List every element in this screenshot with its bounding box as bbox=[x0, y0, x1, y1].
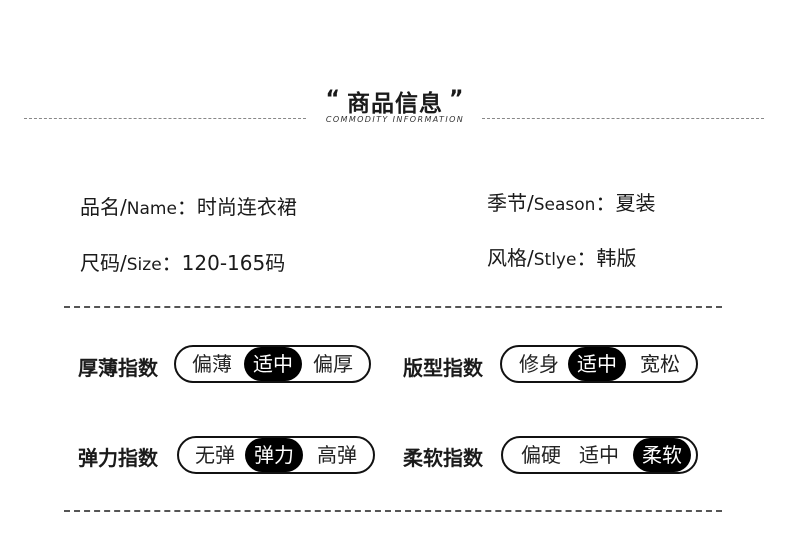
quote-close: ” bbox=[449, 87, 465, 112]
index-option-thick: 偏厚 bbox=[313, 352, 353, 376]
index-option-soft: 柔软 bbox=[633, 438, 691, 472]
index-option-slim: 修身 bbox=[519, 352, 559, 376]
info-size-label-cn: 尺码/ bbox=[80, 251, 127, 275]
info-name: 品名/Name：时尚连衣裙 bbox=[80, 191, 297, 220]
info-name-label-en: Name bbox=[126, 199, 177, 219]
quote-open: “ bbox=[325, 87, 341, 112]
index-scale-thickness: 偏薄 适中 偏厚 bbox=[174, 345, 371, 383]
info-season: 季节/Season：夏装 bbox=[487, 187, 655, 216]
index-scale-fit: 修身 适中 宽松 bbox=[500, 345, 698, 383]
info-size: 尺码/Size：120-165码 bbox=[80, 247, 285, 276]
section-title: “商品信息” bbox=[0, 84, 790, 118]
header-rule-right bbox=[482, 118, 764, 119]
info-season-label-cn: 季节/ bbox=[487, 191, 534, 215]
section-header: “商品信息” COMMODITY INFORMATION bbox=[0, 80, 790, 130]
index-option-moderate: 适中 bbox=[579, 443, 619, 467]
index-label-thickness: 厚薄指数 bbox=[78, 356, 158, 380]
index-scale-softness: 偏硬 适中 柔软 bbox=[501, 436, 698, 474]
info-name-label-cn: 品名/ bbox=[80, 195, 127, 219]
info-style-label-en: Stlye bbox=[533, 250, 577, 270]
index-option-medium: 适中 bbox=[244, 347, 302, 381]
index-option-loose: 宽松 bbox=[640, 352, 680, 376]
info-size-value: 120-165码 bbox=[181, 251, 286, 275]
divider-bottom bbox=[64, 510, 722, 512]
divider-top bbox=[64, 306, 722, 308]
index-label-softness: 柔软指数 bbox=[403, 446, 483, 470]
info-style-value: 韩版 bbox=[596, 246, 637, 270]
index-scale-elasticity: 无弹 弹力 高弹 bbox=[177, 436, 375, 474]
index-option-high-stretch: 高弹 bbox=[317, 443, 357, 467]
info-style: 风格/Stlye：韩版 bbox=[487, 242, 636, 271]
info-style-label-cn: 风格/ bbox=[487, 246, 534, 270]
info-season-sep: ： bbox=[595, 191, 616, 215]
index-label-elasticity: 弹力指数 bbox=[78, 446, 158, 470]
info-season-value: 夏装 bbox=[615, 191, 656, 215]
index-option-no-stretch: 无弹 bbox=[195, 443, 235, 467]
info-season-label-en: Season bbox=[533, 195, 596, 215]
info-size-sep: ： bbox=[161, 251, 182, 275]
index-option-stiff: 偏硬 bbox=[521, 443, 561, 467]
index-option-thin: 偏薄 bbox=[192, 352, 232, 376]
info-name-value: 时尚连衣裙 bbox=[196, 195, 297, 219]
section-title-text: 商品信息 bbox=[347, 91, 443, 117]
info-name-sep: ： bbox=[176, 195, 197, 219]
index-label-fit: 版型指数 bbox=[403, 356, 483, 380]
section-subtitle: COMMODITY INFORMATION bbox=[325, 115, 465, 124]
info-style-sep: ： bbox=[576, 246, 597, 270]
index-option-regular: 适中 bbox=[568, 347, 626, 381]
info-size-label-en: Size bbox=[126, 255, 162, 275]
header-rule-left bbox=[24, 118, 306, 119]
index-option-stretch: 弹力 bbox=[245, 438, 303, 472]
